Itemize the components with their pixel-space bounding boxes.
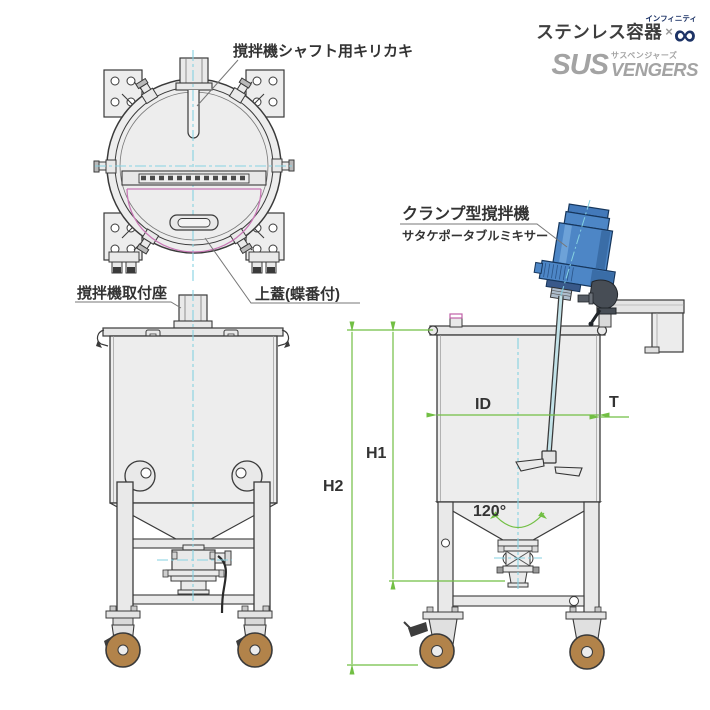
caster-side-right	[565, 606, 607, 670]
dim-angle-arc	[492, 512, 545, 528]
pipe-leg-right	[231, 460, 271, 614]
lid-handle	[169, 214, 219, 231]
callout-clamp-mixer: クランプ型撹拌機	[402, 204, 530, 223]
dim-h2-label: H2	[323, 478, 344, 495]
flat-leg-left	[437, 501, 454, 614]
callout-mixer-mount: 撹拌機取付座	[77, 284, 167, 302]
logo-infinity-ruby: インフィニティ	[645, 14, 697, 23]
dim-t-label: T	[609, 394, 619, 411]
logo-line-1: ステンレス容器 × インフィニティ ∞	[536, 14, 697, 52]
logo-line-2: SUS サスペンジャーズ VENGERS	[551, 49, 698, 82]
dim-angle-label: 120°	[473, 503, 506, 520]
mixer-shaft	[546, 295, 564, 454]
valve-lever	[217, 555, 227, 614]
logo-vengers-ruby: サスペンジャーズ	[611, 51, 678, 60]
mixer-view-tank	[403, 199, 685, 670]
pipe-leg-left	[116, 460, 156, 614]
feet	[108, 251, 280, 274]
logo-times-sign: ×	[665, 23, 673, 39]
callouts: 撹拌機シャフト用キリカキ 撹拌機取付座 上蓋(蝶番付) クランプ型撹拌機 サタケ…	[75, 42, 568, 309]
brake-lever	[408, 622, 428, 637]
dim-h1-label: H1	[366, 445, 387, 462]
callout-top-lid: 上蓋(蝶番付)	[255, 285, 340, 303]
rim-hooks	[96, 329, 290, 348]
corner-plate-top-right	[245, 69, 285, 118]
mixer-mount-top	[175, 57, 213, 91]
dim-id-label: ID	[475, 396, 491, 413]
front-view-centerlines	[157, 290, 232, 601]
infinity-icon: ∞	[673, 17, 696, 52]
caster-front-left	[104, 605, 141, 668]
dimensions: ID T H1 H2 120°	[323, 321, 629, 675]
callout-shaft-notch: 撹拌機シャフト用キリカキ	[233, 42, 413, 60]
logo-vengers-text: VENGERS	[611, 59, 698, 80]
mixer-bracket	[596, 299, 685, 354]
logo-sus-text: SUS	[551, 49, 609, 82]
mixer-clamp	[577, 279, 619, 327]
hinge-bar	[121, 170, 267, 186]
callout-clamp-mixer-sub: サタケポータブルミキサー	[402, 228, 548, 243]
caster-side-left	[403, 606, 464, 669]
logo-brand-text: ステンレス容器	[536, 21, 663, 42]
flat-leg-right	[583, 501, 600, 614]
cross-brace	[452, 595, 585, 607]
caster-front-right	[236, 605, 273, 668]
mixer-axis-centerline	[557, 199, 591, 306]
front-view-tank	[96, 290, 290, 668]
top-view-centerlines	[95, 50, 293, 284]
propeller	[515, 450, 583, 477]
hinged-lid-outline	[126, 188, 262, 253]
rim-fitting	[449, 313, 463, 328]
top-view	[93, 50, 295, 284]
corner-plate-top-left	[103, 69, 143, 118]
